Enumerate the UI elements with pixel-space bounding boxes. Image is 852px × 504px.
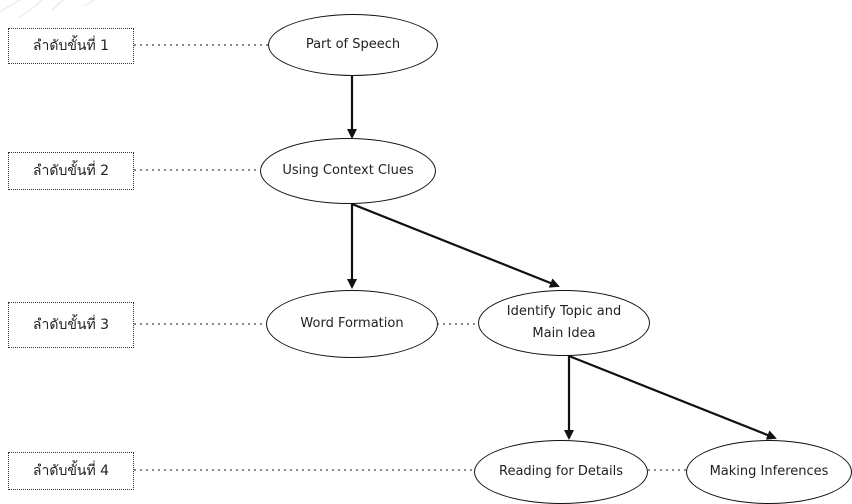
node-word-formation-label: Word Formation: [300, 315, 404, 331]
arrow-topic-to-inferences: [568, 354, 777, 440]
step-label-1: ลำดับขั้นที่ 1: [32, 38, 110, 54]
node-reading-for-details-label: Reading for Details: [499, 463, 623, 479]
node-reading-for-details: Reading for Details: [474, 440, 648, 504]
step-label-3: ลำดับขั้นที่ 3: [32, 317, 110, 333]
node-topic-label-line2: Main Idea: [532, 326, 596, 341]
step-box-1: ลำดับขั้นที่ 1: [8, 28, 134, 64]
node-part-of-speech-label: Part of Speech: [305, 36, 401, 52]
step-box-3: ลำดับขั้นที่ 3: [8, 302, 134, 348]
node-word-formation: Word Formation: [266, 290, 438, 358]
node-making-inferences: Making Inferences: [686, 440, 852, 504]
node-using-context-clues: Using Context Clues: [260, 138, 436, 204]
step-box-4: ลำดับขั้นที่ 4: [8, 452, 134, 490]
step-box-2: ลำดับขั้นที่ 2: [8, 152, 134, 190]
step-label-4: ลำดับขั้นที่ 4: [32, 463, 110, 479]
node-using-context-clues-label: Using Context Clues: [282, 162, 414, 178]
node-topic-label-line1: Identify Topic and: [506, 303, 622, 319]
arrow-context-to-topic: [351, 202, 560, 288]
watermark-mark: [0, 0, 96, 19]
node-making-inferences-label: Making Inferences: [709, 463, 829, 479]
node-identify-topic-main-idea: Identify Topic and Main Idea: [478, 290, 650, 356]
node-part-of-speech: Part of Speech: [268, 14, 438, 76]
step-label-2: ลำดับขั้นที่ 2: [32, 163, 110, 179]
